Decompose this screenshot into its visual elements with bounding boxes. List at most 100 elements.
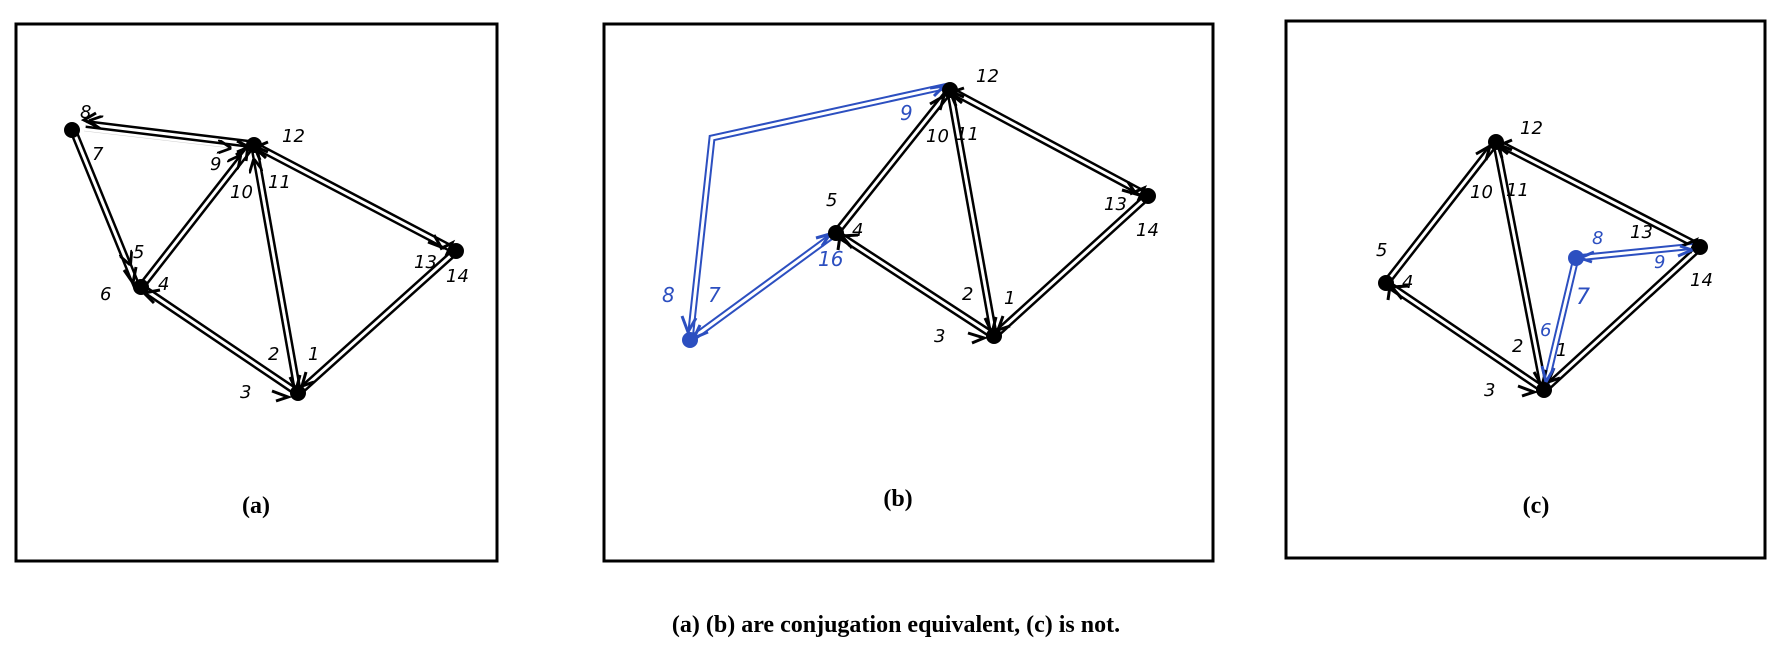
arrow-head	[929, 92, 947, 111]
edge-label: 4	[852, 220, 863, 241]
edge-label: 4	[158, 274, 169, 295]
arrow-head	[1677, 244, 1697, 258]
edge-label: 3	[240, 382, 251, 403]
vertex	[246, 137, 262, 153]
panel-b-edge-4-12	[832, 87, 954, 236]
panel-c-graph: 11 2 1 14 13 12 5 10 3 4 8 9 7 6	[1376, 118, 1713, 401]
edge-label: 2	[962, 284, 973, 305]
panel-a-graph: 8 9 7 6 5 10 11 2 3 4 1 14 13 12	[64, 102, 469, 403]
edge-label: 10	[230, 182, 253, 203]
panel-c-edge-3-14	[1541, 244, 1703, 393]
vertex	[64, 122, 80, 138]
arrow-head	[427, 234, 445, 250]
edge-label: 14	[446, 266, 469, 287]
arrow-head	[439, 239, 456, 257]
panel-b-frame	[602, 22, 1215, 563]
panel-c-edge-5-12	[1382, 139, 1500, 286]
arrow-head	[299, 371, 315, 389]
edge-label: 11	[1506, 180, 1529, 201]
blue-edge-label: 8	[1592, 228, 1603, 249]
panel-c-edge-3-5	[1383, 279, 1547, 394]
edge-label: 1	[308, 344, 319, 365]
arrow-head	[967, 331, 989, 345]
edge-label: 6	[100, 284, 111, 305]
edge-label: 3	[934, 326, 945, 347]
vertex	[1488, 134, 1504, 150]
panel-a-edge-3-6	[138, 283, 301, 397]
panel-b-edge-3-14	[991, 193, 1151, 339]
edge-label: 11	[956, 124, 979, 145]
arrow-head	[680, 315, 698, 336]
edge-label: 10	[1470, 182, 1493, 203]
blue-edge-label: 7	[708, 283, 721, 307]
vertex	[133, 279, 149, 295]
edge-label: 4	[1402, 272, 1413, 293]
panel-c-blue-edge-to-3	[1542, 257, 1580, 385]
panel-a-edge-3-14	[295, 248, 459, 396]
arrow-head	[80, 111, 97, 128]
vertex	[1536, 382, 1552, 398]
panel-a-edge-12-8	[83, 121, 251, 148]
vertex-highlight	[1568, 250, 1584, 266]
edge-label: 9	[210, 154, 221, 175]
edge-label: 14	[1690, 270, 1713, 291]
edge-label: 5	[1376, 240, 1387, 261]
vertex	[828, 225, 844, 241]
edge-label: 13	[1630, 222, 1653, 243]
edge-label: 13	[1104, 194, 1127, 215]
panel-a-edge-12-3	[254, 144, 302, 394]
edge-label: 1	[1556, 340, 1567, 361]
edge-label: 12	[1520, 118, 1543, 139]
blue-edge-label: 8	[662, 283, 675, 307]
panel-b-blue-edge-outer	[686, 82, 949, 341]
vertex	[1692, 239, 1708, 255]
edge-label: 5	[133, 242, 144, 263]
panel-a-edge-14-12	[252, 141, 458, 255]
edge-label: 2	[268, 344, 279, 365]
panel-a-edge-8-6	[69, 128, 141, 289]
panel-a-edge-6-12	[137, 142, 256, 290]
vertex	[448, 243, 464, 259]
blue-edge-label: 9	[900, 101, 913, 125]
blue-edge-label: 6	[1540, 320, 1551, 341]
vertex	[1378, 275, 1394, 291]
panel-b-caption: (b)	[883, 486, 912, 512]
edge-label: 13	[414, 252, 437, 273]
panel-c-caption: (c)	[1523, 493, 1550, 519]
panel-c-edge-12-3	[1492, 141, 1548, 391]
panel-b-blue-edge-inner	[687, 230, 839, 343]
vertex	[290, 385, 306, 401]
vertex-highlight	[682, 332, 698, 348]
vertex	[986, 328, 1002, 344]
edge-label: 11	[268, 172, 291, 193]
edge-label: 12	[282, 126, 305, 147]
figure-caption: (a) (b) are conjugation equivalent, (c) …	[671, 612, 1121, 638]
panel-b-graph: 11 2 1 14 13 12 5 10 3 4 9 8 7 16	[662, 66, 1159, 348]
arrow-head	[1517, 384, 1539, 398]
arrow-head	[122, 266, 138, 287]
arrow-head	[1540, 365, 1556, 386]
arrow-head	[1121, 181, 1140, 197]
edge-label: 5	[826, 190, 837, 211]
vertex	[942, 82, 958, 98]
panel-b-edge-3-4	[833, 229, 997, 340]
edge-label: 12	[976, 66, 999, 87]
edge-label: 1	[1004, 288, 1015, 309]
panel-b-edge-14-12	[948, 86, 1150, 200]
edge-label: 8	[80, 102, 91, 123]
vertex	[1140, 188, 1156, 204]
edge-label: 10	[926, 126, 949, 147]
edge-label: 2	[1512, 336, 1523, 357]
panel-b-edge-12-3	[946, 89, 998, 337]
blue-edge-label: 9	[1654, 252, 1665, 273]
edge-label: 7	[92, 144, 104, 165]
panel-c-edge-14-12	[1494, 138, 1702, 251]
blue-edge-label: 7	[1576, 285, 1590, 310]
blue-edge-label: 16	[818, 247, 843, 271]
edge-label: 3	[1484, 380, 1495, 401]
panel-a-caption: (a)	[242, 493, 270, 519]
edge-label: 14	[1136, 220, 1159, 241]
panel-c-blue-edge-to-14	[1575, 242, 1697, 262]
arrow-head	[271, 389, 293, 403]
